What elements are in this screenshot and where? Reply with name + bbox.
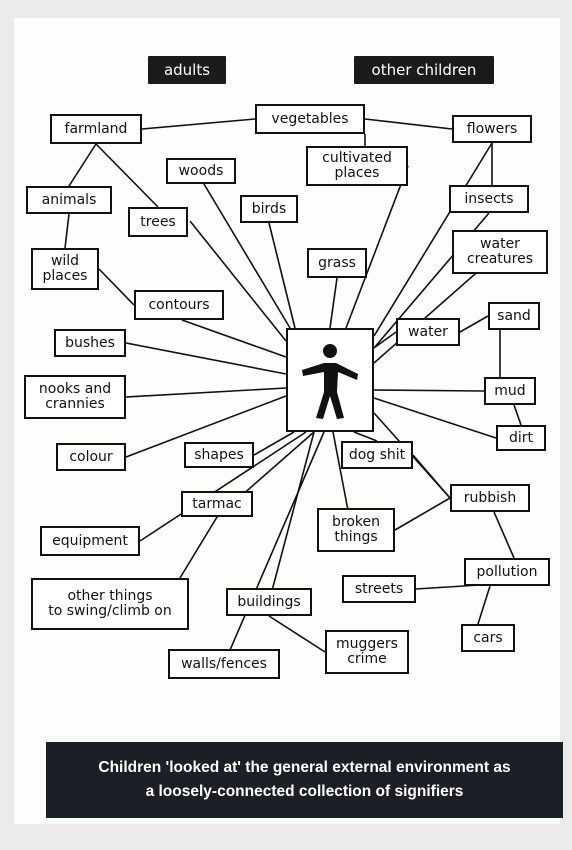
node-water: water xyxy=(396,318,460,346)
node-dirt: dirt xyxy=(496,425,546,451)
connector-line xyxy=(373,331,397,349)
connector-line xyxy=(95,143,159,208)
person-figure-icon xyxy=(302,344,358,419)
connector-line xyxy=(139,431,307,542)
node-dog-shit: dog shit xyxy=(341,441,413,469)
connector-line xyxy=(373,397,497,439)
node-equipment: equipment xyxy=(40,526,140,556)
node-bushes: bushes xyxy=(54,329,126,357)
node-contours: contours xyxy=(134,290,224,320)
connector-line xyxy=(253,431,295,456)
center-person-box xyxy=(286,328,374,432)
connector-line xyxy=(268,431,315,603)
node-water-creatures: water creatures xyxy=(452,230,548,274)
node-wild-places: wild places xyxy=(31,248,99,290)
node-cars: cars xyxy=(461,624,515,652)
node-tarmac: tarmac xyxy=(181,491,253,517)
connector-line xyxy=(223,431,325,665)
connector-line xyxy=(125,387,287,398)
connector-line xyxy=(477,585,491,625)
node-birds: birds xyxy=(240,195,298,223)
node-buildings: buildings xyxy=(226,588,312,616)
connector-line xyxy=(64,213,70,249)
connector-lines xyxy=(64,118,522,665)
connector-line xyxy=(179,516,218,579)
caption-box: Children 'looked at' the general externa… xyxy=(46,742,563,818)
connector-line xyxy=(353,431,378,442)
node-pollution: pollution xyxy=(464,558,550,586)
node-other-things-to-swing-climb-on: other things to swing/climb on xyxy=(31,578,189,630)
node-streets: streets xyxy=(342,575,416,603)
node-broken-things: broken things xyxy=(317,508,395,552)
node-colour: colour xyxy=(56,443,126,471)
connector-line xyxy=(493,511,515,559)
node-nooks-and-crannies: nooks and crannies xyxy=(24,375,126,419)
node-shapes: shapes xyxy=(184,442,254,468)
caption-line-1: Children 'looked at' the general externa… xyxy=(98,759,511,776)
node-walls-fences: walls/fences xyxy=(168,649,280,679)
connector-line xyxy=(373,142,493,337)
connector-line xyxy=(189,220,287,342)
node-vegetables: vegetables xyxy=(255,104,365,134)
node-mud: mud xyxy=(484,377,536,405)
header-other-children: other children xyxy=(354,56,494,84)
connector-line xyxy=(181,319,287,358)
connector-line xyxy=(459,315,489,333)
connector-line xyxy=(268,615,326,653)
node-farmland: farmland xyxy=(50,114,142,144)
node-flowers: flowers xyxy=(452,115,532,143)
connector-line xyxy=(68,143,97,187)
node-sand: sand xyxy=(488,302,540,330)
node-rubbish: rubbish xyxy=(450,484,530,512)
connector-line xyxy=(373,389,485,392)
node-grass: grass xyxy=(307,248,367,278)
node-trees: trees xyxy=(128,207,188,237)
diagram-page: adults other children farmland vegetables… xyxy=(14,18,563,824)
connector-line xyxy=(345,165,409,329)
connector-line xyxy=(329,277,338,329)
connector-line xyxy=(513,404,522,426)
node-muggers-crime: muggers crime xyxy=(325,630,409,674)
node-cultivated-places: cultivated places xyxy=(306,146,408,186)
connector-line xyxy=(125,342,287,375)
node-animals: animals xyxy=(26,186,112,214)
node-insects: insects xyxy=(449,185,529,213)
node-woods: woods xyxy=(166,158,236,184)
header-adults: adults xyxy=(148,56,226,84)
connector-line xyxy=(268,222,296,329)
caption-line-2: a loosely-connected collection of signif… xyxy=(145,783,464,800)
connector-line xyxy=(203,183,291,329)
connector-line xyxy=(364,118,453,130)
connector-line xyxy=(98,268,135,306)
connector-line xyxy=(141,118,256,130)
connector-line xyxy=(125,395,287,458)
connector-line xyxy=(394,497,451,531)
